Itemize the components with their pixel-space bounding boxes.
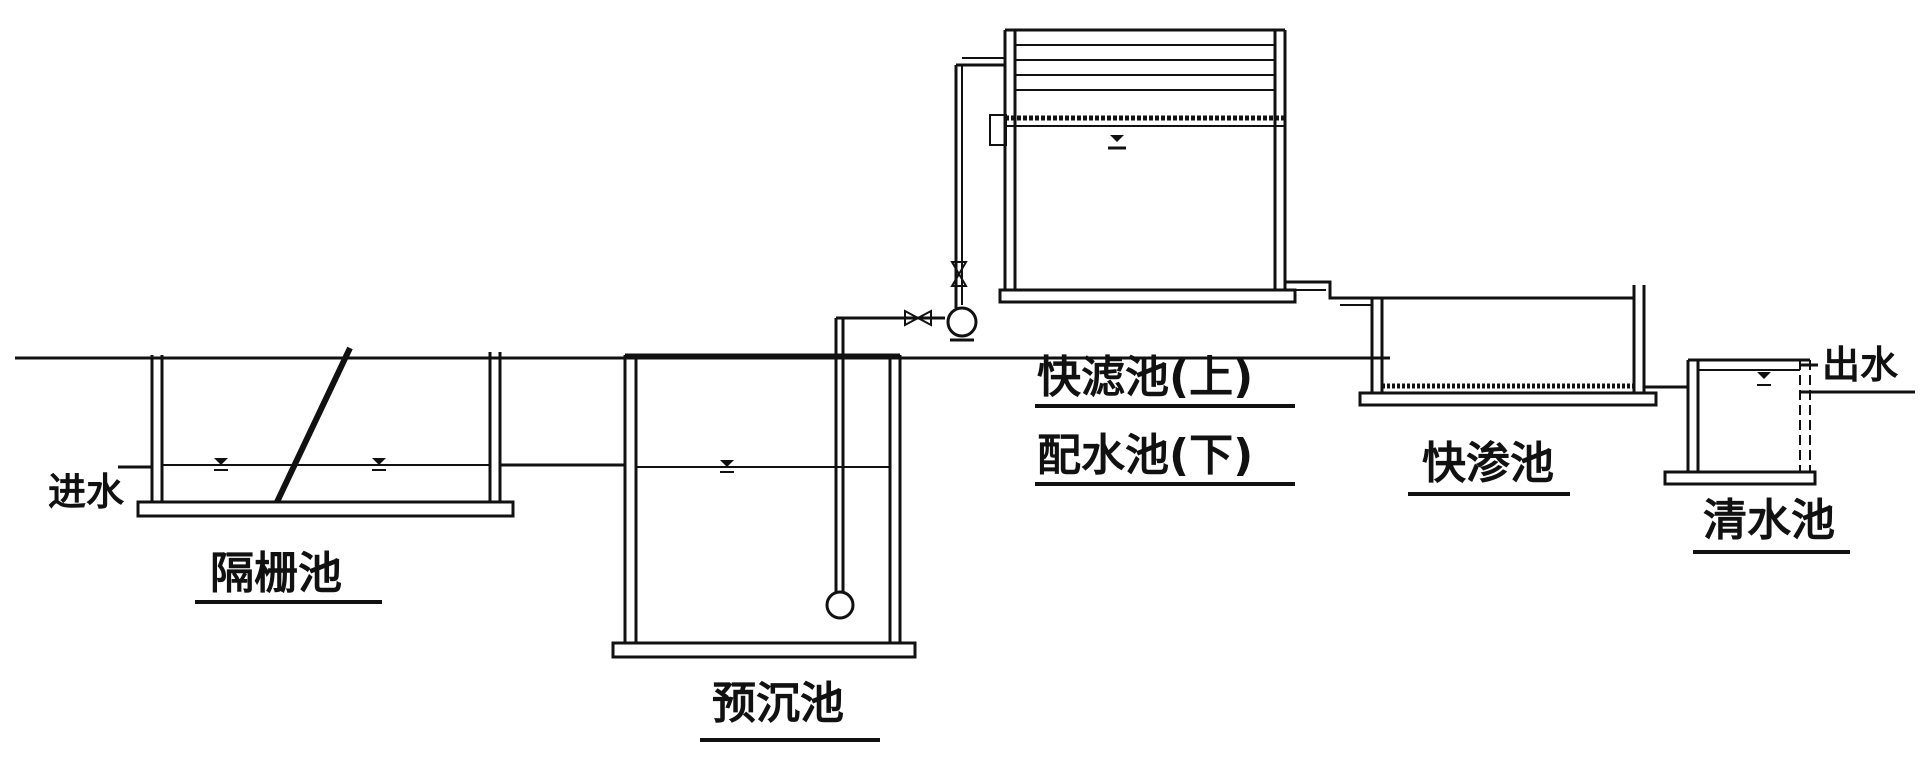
presettle-tank [611, 318, 917, 659]
grille-tank [136, 346, 515, 518]
water-level-icon [1108, 135, 1126, 150]
valve-icon [904, 309, 932, 327]
inlet-label: 进水 [48, 470, 125, 514]
grille-label: 隔栅池 [210, 548, 342, 599]
rapid-infiltration-tank [1358, 285, 1658, 407]
presettle-label: 预沉池 [712, 678, 844, 729]
water-level-icon [372, 458, 386, 471]
bar-screen [274, 346, 353, 504]
outlet-label: 出水 [1822, 343, 1899, 387]
distribution-loop [989, 114, 1007, 146]
clear-water-tank [1663, 358, 1817, 486]
water-level-icon [720, 460, 734, 473]
suction-inlet [825, 590, 855, 620]
rapid-infiltration-label: 快渗池 [1422, 438, 1554, 489]
clear-water-label: 清水池 [1703, 495, 1835, 546]
distribution-label: 配水池(下) [1037, 430, 1253, 481]
water-level-icon [1757, 372, 1771, 386]
water-level-icon [214, 458, 228, 471]
rapid-filter-tank [989, 28, 1297, 304]
rapid-filter-label: 快滤池(上) [1037, 352, 1253, 403]
valve-icon [950, 261, 968, 287]
pump-icon [946, 306, 978, 342]
pipe-filter-to-infiltration [1285, 280, 1372, 300]
